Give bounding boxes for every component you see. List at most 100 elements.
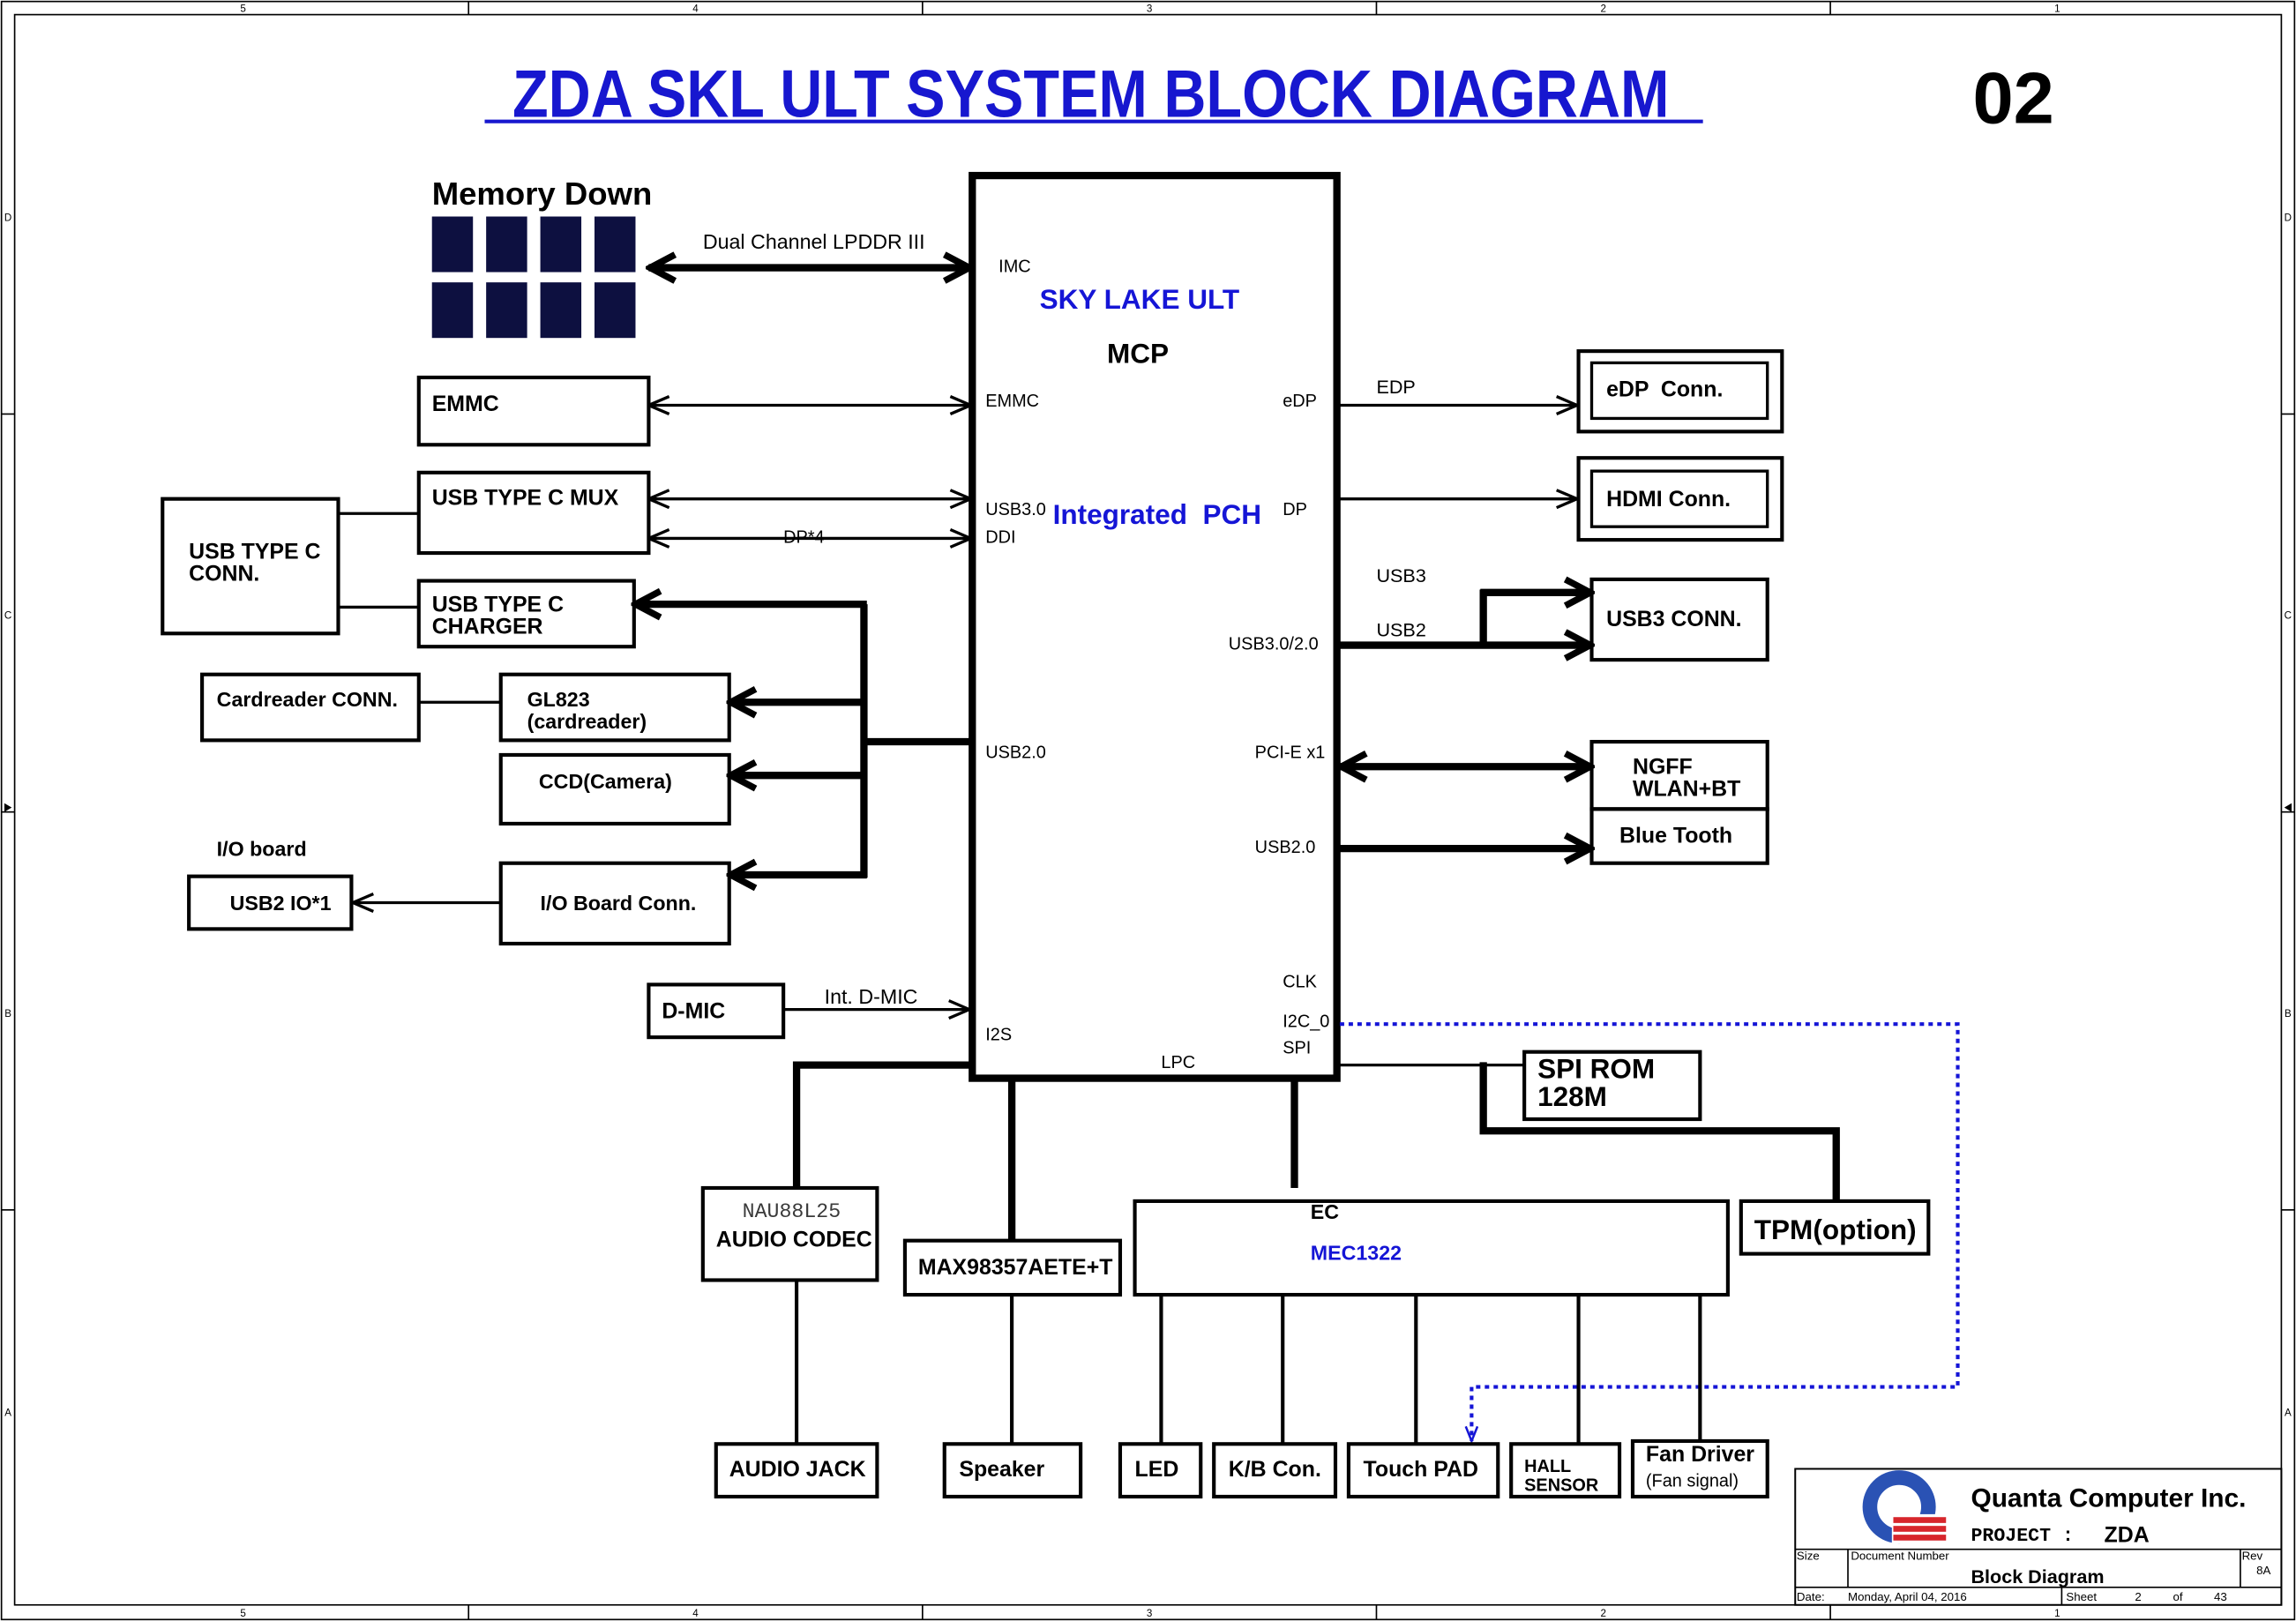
cardreader-conn-label: Cardreader CONN. — [217, 688, 398, 711]
bluetooth-block: Blue Tooth — [1589, 807, 1769, 865]
pin-imc: IMC — [998, 258, 1031, 277]
rev-label: Rev — [2242, 1549, 2263, 1562]
title-block: Quanta Computer Inc. PROJECT : ZDA Size … — [1794, 1468, 2283, 1606]
touchpad-label: Touch PAD — [1364, 1457, 1478, 1482]
pin-emmc: EMMC — [985, 392, 1039, 411]
cpu-package: MCP — [1107, 337, 1169, 369]
hdmi-conn-label: HDMI Conn. — [1606, 487, 1731, 512]
ec-box — [1133, 1199, 1730, 1297]
audio-jack-box — [714, 1442, 879, 1499]
speaker-box — [942, 1442, 1083, 1499]
project-label: PROJECT : — [1971, 1526, 2074, 1547]
sheet-number: 2 — [2135, 1590, 2141, 1603]
memory-chip — [431, 216, 474, 273]
emmc-block: EMMC — [416, 375, 651, 447]
memory-chip — [540, 216, 582, 273]
cpu-box — [969, 171, 1341, 1082]
speaker-label: Speaker — [959, 1457, 1044, 1482]
sheet-label: Sheet — [2066, 1590, 2097, 1603]
audio-codec-label: AUDIO CODEC — [716, 1227, 872, 1251]
pin-usb20-left: USB2.0 — [985, 743, 1046, 762]
gl823-sublabel: (cardreader) — [527, 710, 647, 733]
quanta-logo-stripe — [1893, 1517, 1947, 1523]
usb-type-c-charger-label: CHARGER — [432, 614, 543, 639]
touchpad-box — [1346, 1442, 1500, 1499]
dp4-signal-label: DP*4 — [783, 527, 825, 547]
audio-codec-part: NAU88L25 — [743, 1200, 841, 1223]
dmic-label: D-MIC — [662, 999, 725, 1024]
pin-lpc: LPC — [1161, 1053, 1195, 1072]
quanta-logo — [1862, 1470, 1948, 1544]
ec-block: EC MEC1322 — [1133, 1199, 1730, 1297]
memory-chip — [594, 216, 636, 273]
usb-type-c-mux-block: USB TYPE C MUX — [416, 470, 651, 556]
cpu-pch-label: Integrated PCH — [1053, 498, 1261, 530]
date-label: Date: — [1797, 1590, 1825, 1603]
led-label: LED — [1135, 1457, 1179, 1482]
spi-tpm-bus — [1479, 1062, 1840, 1201]
amp-block: MAX98357AETE+T — [902, 1238, 1123, 1297]
fan-driver-block: Fan Driver (Fan signal) — [1630, 1438, 1769, 1499]
cpu-block: SKY LAKE ULT MCP Integrated PCH IMC EMMC… — [969, 171, 1341, 1082]
memory-chip — [431, 282, 474, 339]
frame-row-label: C — [4, 610, 11, 622]
frame-column-label: 5 — [240, 1608, 245, 1619]
bluetooth-label: Blue Tooth — [1619, 824, 1732, 848]
cardreader-conn-block: Cardreader CONN. — [200, 672, 421, 743]
frame-row-label: A — [4, 1408, 11, 1419]
i2s-codec-bus — [792, 1061, 973, 1188]
ec-label: EC — [1311, 1200, 1339, 1223]
edp-conn-block: eDP Conn. — [1576, 349, 1784, 434]
fan-driver-label: Fan Driver — [1646, 1442, 1754, 1467]
hall-sensor-label: HALL — [1524, 1457, 1571, 1476]
usb-type-c-charger-label: USB TYPE C — [432, 592, 564, 616]
tpm-block: TPM(option) — [1739, 1199, 1931, 1256]
pin-dp: DP — [1283, 500, 1307, 519]
keyboard-conn-block: K/B Con. — [1212, 1442, 1338, 1499]
company-name: Quanta Computer Inc. — [1971, 1484, 2246, 1513]
audio-jack-block: AUDIO JACK — [714, 1442, 879, 1499]
camera-block: CCD(Camera) — [498, 752, 731, 826]
emmc-label: EMMC — [432, 392, 499, 416]
audio-codec-box — [700, 1185, 879, 1282]
quanta-logo-stripe — [1893, 1535, 1947, 1541]
usb3-conn-box — [1589, 577, 1769, 662]
frame-row-label: B — [4, 1008, 11, 1020]
memory-chip — [540, 282, 582, 339]
ngff-sublabel: WLAN+BT — [1633, 776, 1740, 801]
frame-column-label: 1 — [2054, 3, 2060, 14]
frame-column-label: 5 — [240, 3, 245, 14]
io-board-conn-block: I/O Board Conn. — [498, 861, 731, 946]
usb3-conn-label: USB3 CONN. — [1606, 607, 1741, 631]
led-block: LED — [1118, 1442, 1203, 1499]
usb-type-c-mux-label: USB TYPE C MUX — [432, 485, 619, 510]
ngff-block: NGFF WLAN+BT — [1589, 739, 1769, 811]
camera-label: CCD(Camera) — [539, 770, 672, 793]
memory-bus-label: Dual Channel LPDDR III — [703, 230, 925, 253]
edp-conn-outer-box — [1576, 349, 1784, 434]
frame-row-label: B — [2285, 1008, 2292, 1020]
touchpad-block: Touch PAD — [1346, 1442, 1500, 1499]
int-dmic-label: Int. D-MIC — [825, 985, 918, 1008]
pin-usb30: USB3.0 — [985, 500, 1046, 519]
document-title: Block Diagram — [1971, 1565, 2104, 1587]
quanta-logo-stripe — [1893, 1526, 1947, 1532]
dmic-block: D-MIC — [647, 982, 786, 1040]
speaker-block: Speaker — [942, 1442, 1083, 1499]
usb-type-c-conn-label: CONN. — [189, 562, 259, 586]
frame-row-label: A — [2285, 1408, 2292, 1419]
frame-row-label: D — [2285, 212, 2292, 223]
page-number: 02 — [1972, 56, 2053, 138]
usb3-conn-block: USB3 CONN. — [1589, 577, 1769, 662]
pin-i2s: I2S — [985, 1025, 1012, 1044]
size-label: Size — [1797, 1549, 1820, 1562]
frame-column-label: 2 — [1601, 1608, 1606, 1619]
memory-down-block: Memory Down — [431, 176, 652, 339]
usb-type-c-conn-label: USB TYPE C — [189, 540, 320, 564]
edp-conn-inner-box — [1589, 361, 1769, 421]
frame-column-label: 4 — [692, 3, 699, 14]
io-board-conn-label: I/O Board Conn. — [541, 892, 697, 915]
frame-center-mark — [4, 803, 12, 812]
